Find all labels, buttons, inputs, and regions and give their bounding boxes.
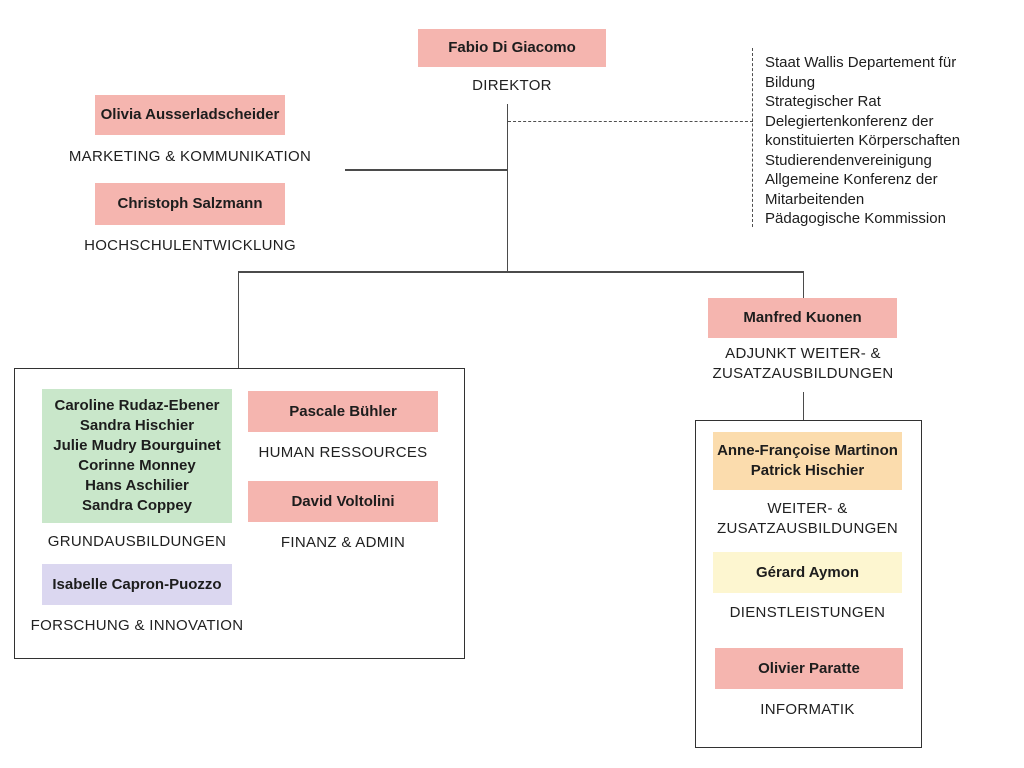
board-item: Staat Wallis Departement für Bildung [765, 54, 957, 91]
member-name: Caroline Rudaz-Ebener [54, 397, 220, 414]
node-forschung-role: FORSCHUNG & INNOVATION [30, 617, 244, 634]
connector-staff-left [345, 169, 507, 171]
node-dienstleistungen-role: DIENSTLEISTUNGEN [729, 604, 886, 621]
node-weiterbildung-role: WEITER- & ZUSATZAUSBILDUNGEN [717, 500, 898, 537]
node-hochschulentwicklung: Christoph Salzmann [95, 183, 285, 225]
board-item: Delegiertenkonferenz der konstituierten … [765, 112, 961, 150]
node-dienstleistungen-name: Gérard Aymon [755, 563, 860, 581]
node-forschung: Isabelle Capron-Puozzo [42, 564, 232, 605]
node-dienstleistungen: Gérard Aymon [713, 552, 902, 593]
member-name: Sandra Hischier [79, 417, 195, 434]
node-hochschulentwicklung-name: Christoph Salzmann [117, 195, 263, 212]
member-name: Julie Mudry Bourguinet [53, 437, 221, 454]
node-grundausbildungen-role: GRUNDAUSBILDUNGEN [47, 533, 227, 550]
connector-left-group-drop [237, 271, 239, 368]
board-dashed-rule [752, 48, 753, 227]
board-list: Staat Wallis Departement für Bildung Str… [765, 53, 985, 229]
node-human-ressources: Pascale Bühler [248, 391, 438, 432]
member-name: Patrick Hischier [750, 462, 865, 479]
node-finanz-role: FINANZ & ADMIN [280, 534, 406, 551]
member-name: Hans Aschilier [85, 477, 189, 494]
node-human-ressources-role: HUMAN RESSOURCES [258, 444, 428, 461]
node-adjunkt: Manfred Kuonen [708, 298, 897, 338]
member-name: Anne-Françoise Martinon [717, 442, 898, 459]
connector-direktor-down [506, 104, 508, 272]
node-direktor: Fabio Di Giacomo [418, 29, 606, 67]
node-finanz: David Voltolini [248, 481, 438, 522]
node-forschung-name: Isabelle Capron-Puozzo [52, 575, 222, 593]
node-marketing-role: MARKETING & KOMMUNIKATION [68, 148, 312, 165]
node-direktor-role: DIREKTOR [472, 77, 552, 94]
board-item: Pädagogische Kommission [765, 210, 946, 227]
connector-tee [237, 271, 804, 273]
node-adjunkt-name: Manfred Kuonen [743, 309, 862, 326]
node-weiterbildung: Anne-Françoise Martinon Patrick Hischier [713, 432, 902, 490]
connector-direktor-board-dashed [508, 121, 753, 122]
connector-adjunkt-drop [802, 271, 804, 298]
node-informatik-role: INFORMATIK [760, 701, 855, 718]
board-item: Allgemeine Konferenz der Mitarbeitenden [765, 171, 938, 208]
board-item: Studierendenvereinigung [765, 151, 932, 169]
node-informatik: Olivier Paratte [715, 648, 903, 689]
node-hochschulentwicklung-role: HOCHSCHULENTWICKLUNG [84, 237, 296, 254]
node-marketing-name: Olivia Ausserladscheider [100, 106, 280, 123]
node-finanz-name: David Voltolini [291, 492, 395, 510]
node-adjunkt-role: ADJUNKT WEITER- & ZUSATZAUSBILDUNGEN [712, 345, 894, 382]
node-marketing: Olivia Ausserladscheider [95, 95, 285, 135]
node-human-ressources-name: Pascale Bühler [289, 402, 397, 420]
node-informatik-name: Olivier Paratte [758, 659, 860, 677]
connector-adjunkt-to-group [802, 392, 804, 420]
board-item: Strategischer Rat [765, 93, 881, 110]
member-name: Corinne Monney [78, 457, 196, 474]
member-name: Sandra Coppey [81, 497, 193, 514]
node-grundausbildungen: Caroline Rudaz-Ebener Sandra Hischier Ju… [42, 389, 232, 523]
node-direktor-name: Fabio Di Giacomo [448, 39, 576, 56]
